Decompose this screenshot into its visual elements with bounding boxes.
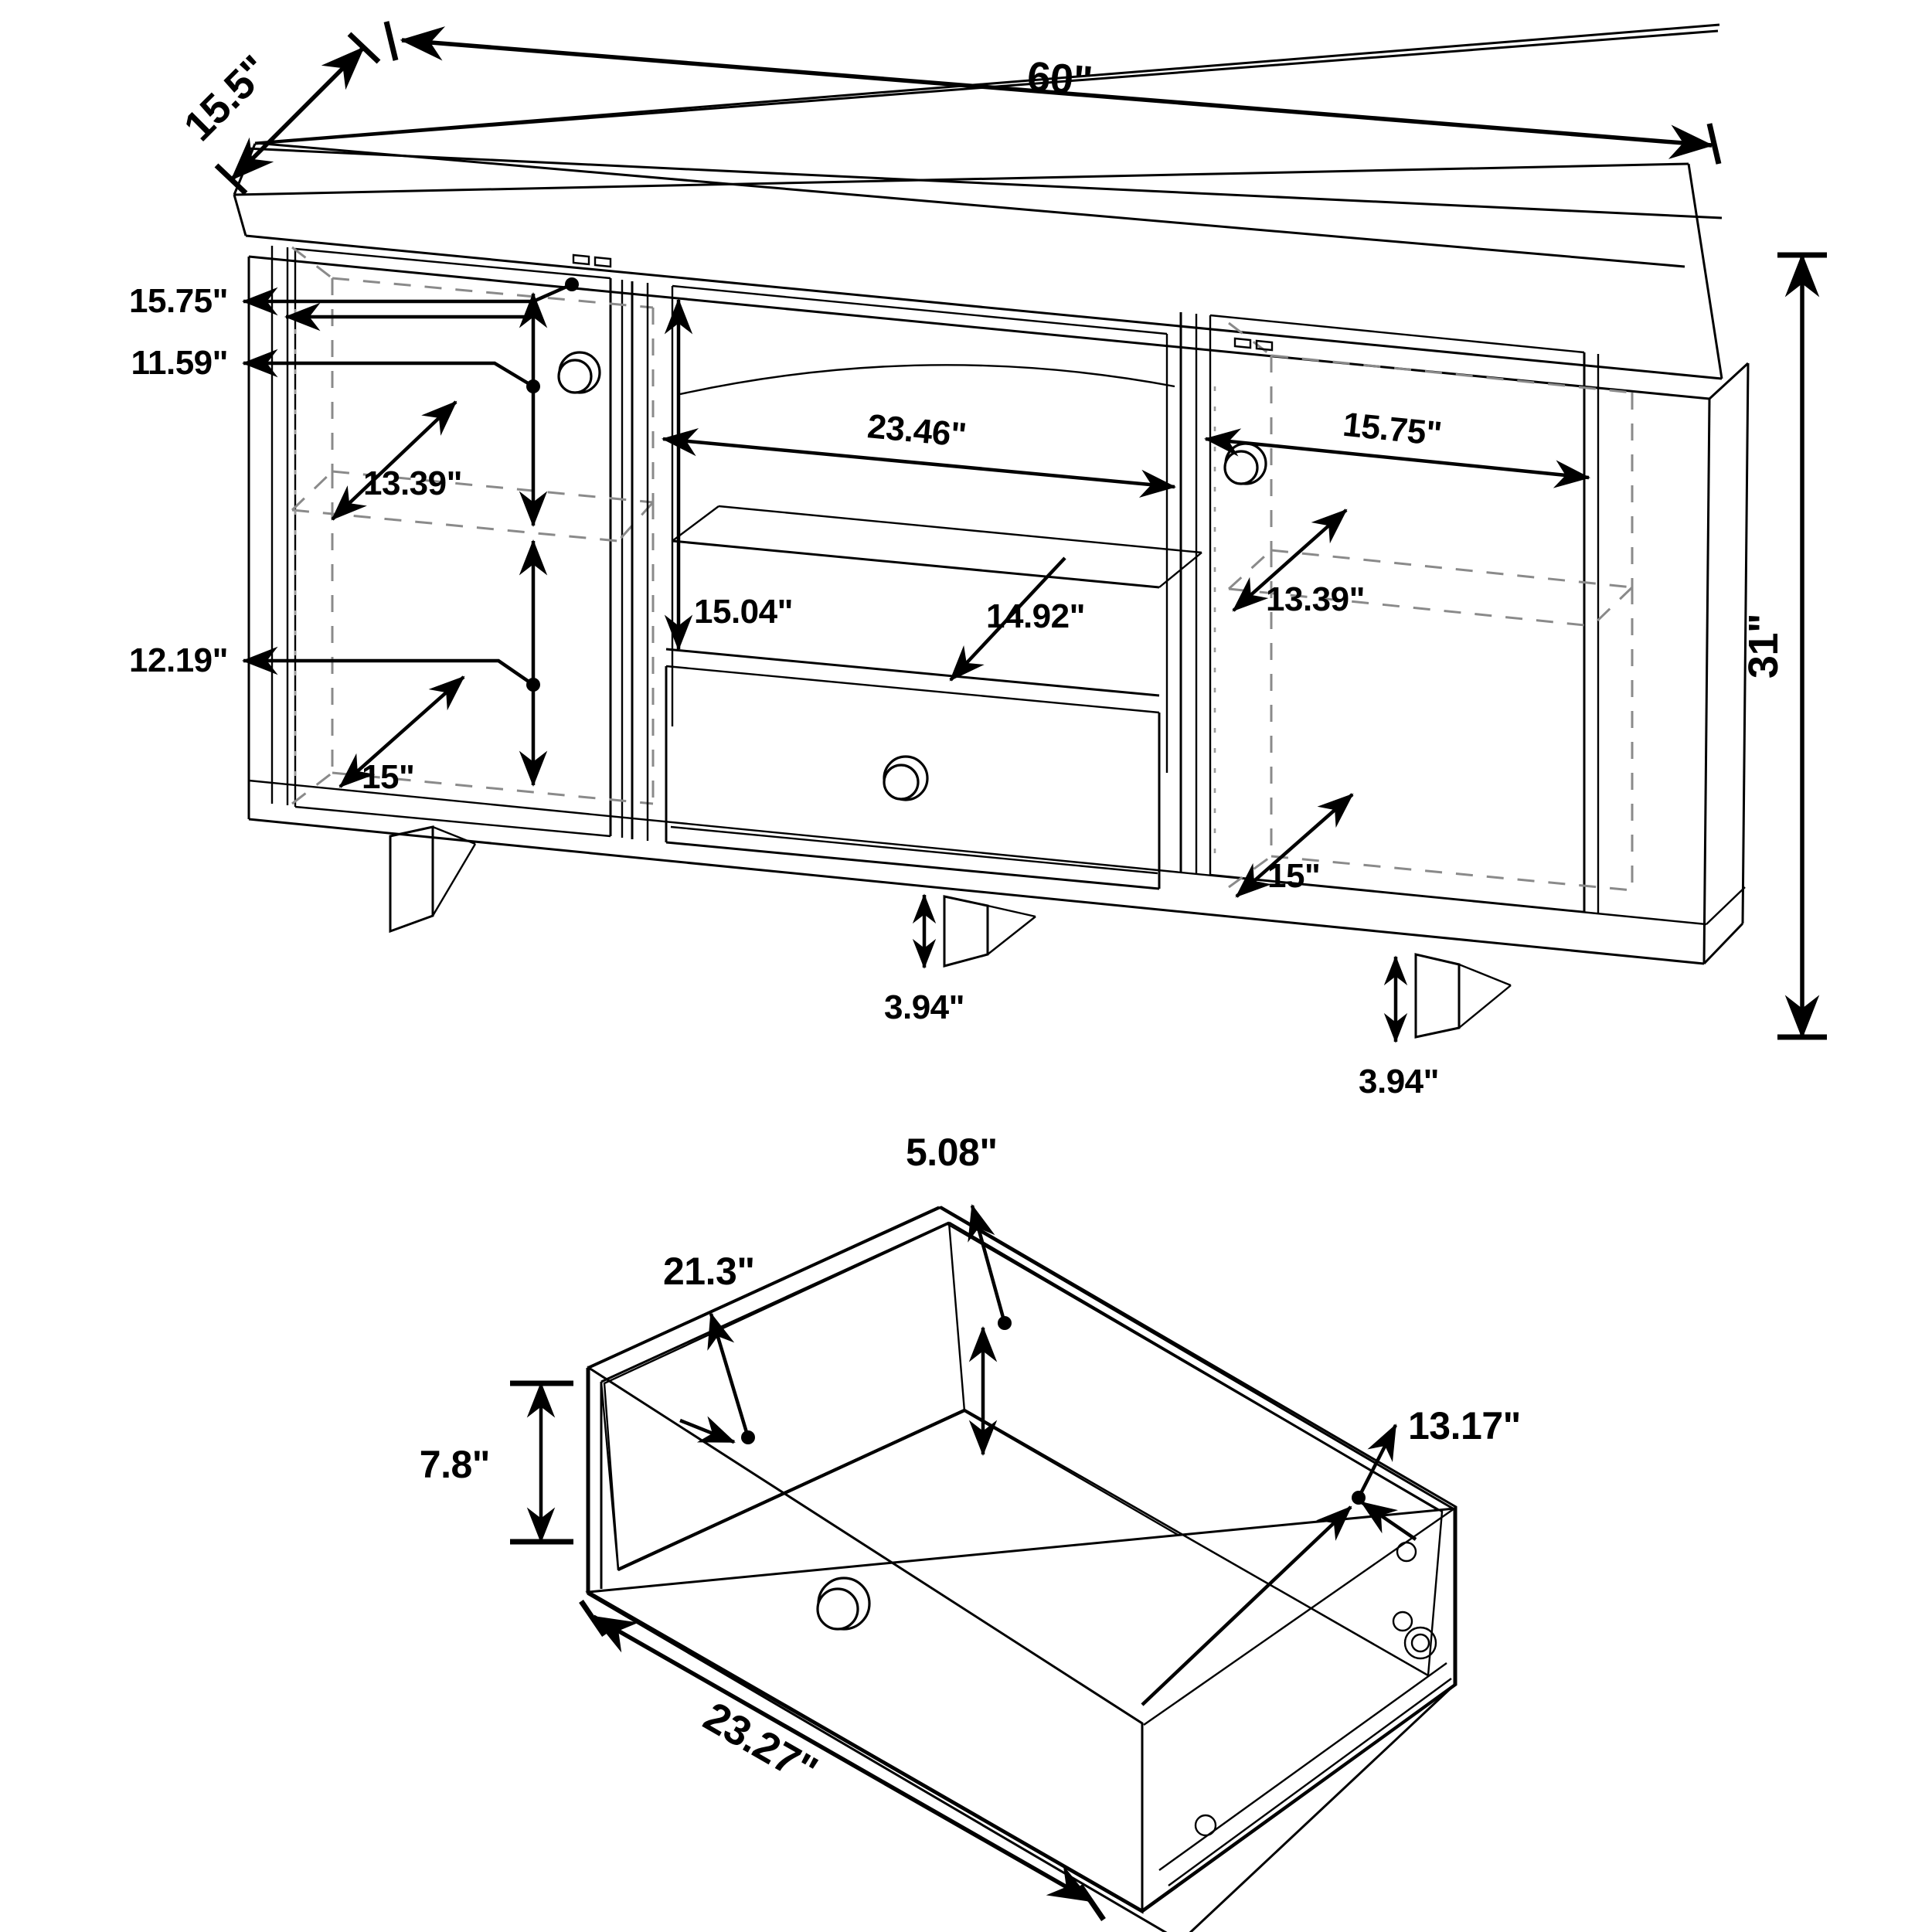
dim-label-width: 60" (1026, 53, 1094, 105)
dim-left-shelf-12-19: 12.19" (129, 539, 548, 787)
dim-drawer-inner-height-5-08: 5.08" (906, 1131, 1012, 1457)
dim-leg-right-3-94: 3.94" (1359, 955, 1440, 1100)
dim-label-height: 31" (1740, 614, 1787, 679)
dim-label-left-opening: 15.75" (129, 282, 228, 320)
dim-leg-center-3-94: 3.94" (884, 893, 965, 1026)
dim-drawer-depth-13-17: 13.17" (1141, 1404, 1521, 1706)
console-view: 15.5" 60" 31" 15.75" (129, 21, 1827, 1100)
dim-label-drawer-front-height: 7.8" (420, 1443, 490, 1486)
drawer-front-knob[interactable] (816, 1577, 871, 1631)
dim-label-right-depth-upper: 13.39" (1266, 580, 1365, 618)
dim-right-depth-15: 15" (1235, 793, 1354, 898)
dim-center-shelf-14-92: 14.92" (949, 556, 1085, 682)
dim-left-shelf-11-59: 11.59" (131, 291, 548, 528)
dim-label-right-depth-lower: 15" (1267, 857, 1320, 895)
dim-label-center-width: 23.46" (866, 407, 968, 454)
dim-label-drawer-inner-height: 5.08" (906, 1131, 998, 1174)
dim-right-depth-13-39: 13.39" (1232, 509, 1365, 618)
center-drawer-knob[interactable] (883, 755, 929, 801)
dim-drawer-inner-width-21-3: 21.3" (663, 1250, 755, 1444)
dim-label-center-shelf: 14.92" (986, 597, 1085, 635)
dim-label-leg-center: 3.94" (884, 988, 964, 1026)
console-body-outline (247, 257, 1750, 965)
left-door-knob[interactable] (557, 351, 601, 394)
drawer-slide-rail (1141, 1508, 1455, 1913)
right-door-knob[interactable] (1223, 442, 1267, 485)
drawer-detail-view: 5.08" 21.3" 7.8" 13.17" (420, 1131, 1521, 1932)
dim-label-drawer-depth: 13.17" (1408, 1404, 1521, 1447)
drawer-box (585, 1206, 1458, 1932)
dim-label-left-shelf-bottom: 12.19" (129, 641, 228, 679)
dim-width-60: 60" (383, 21, 1722, 165)
dim-left-opening-15-75: 15.75" (129, 277, 579, 320)
center-open-compartment (631, 281, 1202, 890)
left-cabinet-compartment (270, 246, 655, 838)
dim-center-height-15-04: 15.04" (664, 298, 793, 651)
dim-label-drawer-inner-width: 21.3" (663, 1250, 755, 1293)
dim-depth-15-5: 15.5" (175, 32, 381, 196)
console-top-panel (245, 23, 1723, 268)
dim-center-width-23-46: 23.46" (661, 407, 1177, 498)
dim-label-left-shelf-top: 11.59" (131, 344, 228, 382)
dim-label-left-depth-lower: 15" (362, 758, 414, 796)
console-legs (389, 825, 1512, 1039)
dim-label-leg-right: 3.94" (1359, 1063, 1439, 1100)
dim-drawer-front-height-7-8: 7.8" (420, 1380, 573, 1545)
dim-left-depth-15: 15" (338, 675, 465, 796)
dim-label-left-depth-upper: 13.39" (363, 464, 462, 502)
dim-label-center-height: 15.04" (694, 593, 793, 631)
dim-label-depth: 15.5" (175, 47, 278, 150)
dim-left-depth-13-39: 13.39" (331, 400, 462, 521)
dim-label-right-opening: 15.75" (1341, 406, 1443, 454)
dim-height-31: 31" (1740, 252, 1827, 1040)
